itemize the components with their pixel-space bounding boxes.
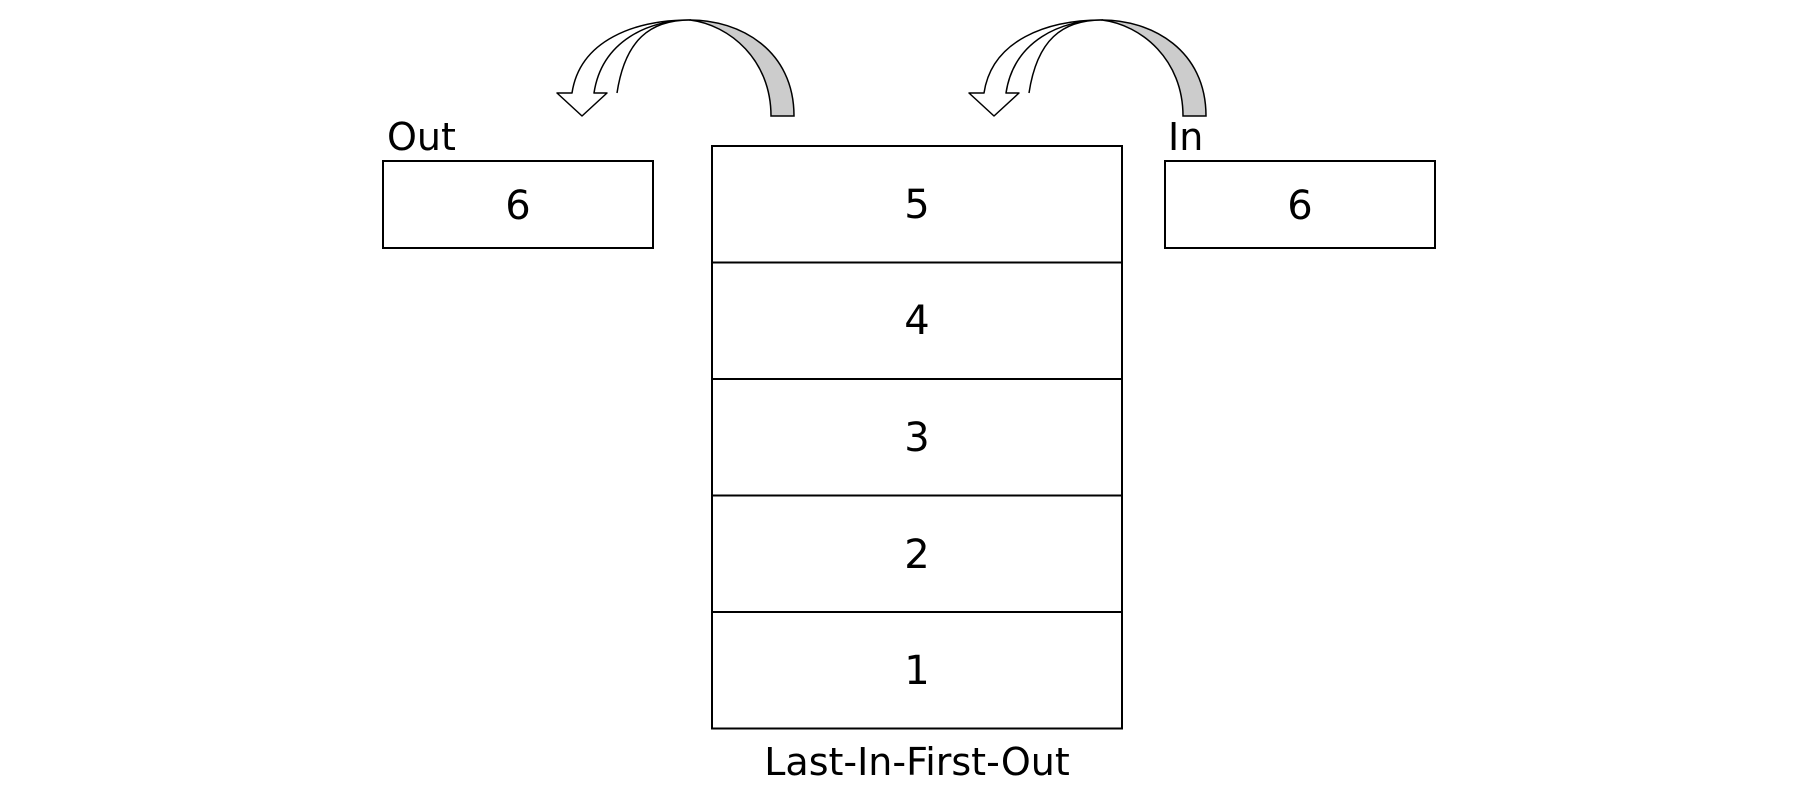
- stack-cell-value: 2: [904, 532, 929, 578]
- in-value: 6: [1287, 183, 1312, 229]
- stack-cell: 4: [711, 261, 1123, 380]
- stack-cell: 3: [711, 378, 1123, 497]
- stack-cell-value: 5: [904, 182, 929, 228]
- stack-cell-value: 4: [904, 298, 929, 344]
- out-label: Out: [387, 115, 456, 159]
- stack-caption: Last-In-First-Out: [764, 740, 1070, 784]
- in-box: 6: [1164, 160, 1436, 249]
- out-value: 6: [505, 183, 530, 229]
- stack-cell-value: 3: [904, 415, 929, 461]
- push-arrow-icon: [968, 19, 1207, 117]
- stack-cell-value: 1: [904, 648, 929, 694]
- stack-cell: 1: [711, 611, 1123, 730]
- pop-arrow-icon: [556, 19, 795, 117]
- in-label: In: [1168, 115, 1203, 159]
- stack-cell: 2: [711, 494, 1123, 613]
- stack-cell: 5: [711, 145, 1123, 264]
- out-box: 6: [382, 160, 654, 249]
- stack: 5 4 3 2 1: [711, 145, 1123, 730]
